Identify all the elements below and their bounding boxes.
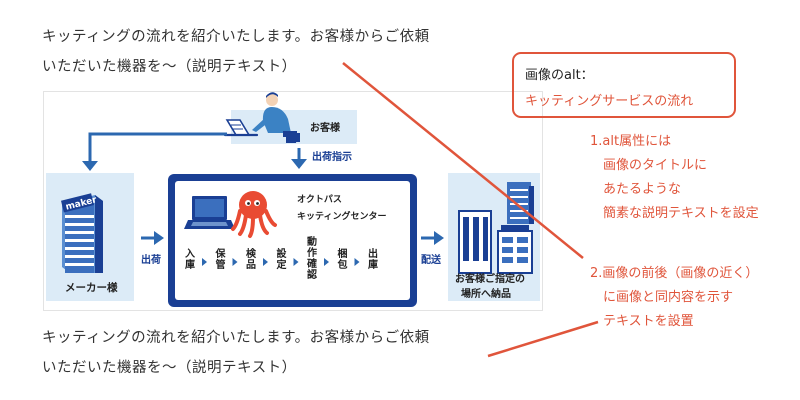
note2-line-3: テキストを設置 (590, 314, 694, 329)
kitting-step-arrow (324, 258, 329, 266)
intro-text-line-1: キッティングの流れを紹介いたします。お客様からご依頼 (42, 29, 430, 45)
kitting-step-arrow (293, 258, 299, 266)
octopus-mascot-icon (231, 191, 277, 238)
note-alt-attribute: 1.alt属性には 画像のタイトルに あたるような 簡素な説明テキストを設定 (590, 130, 759, 226)
kitting-step-label: 保管 (215, 247, 227, 271)
note-nearby-text: 2.画像の前後（画像の近く） に画像と同内容を示す テキストを設置 (590, 262, 758, 334)
destination-label-line-1: お客様ご指定の (455, 272, 525, 285)
note1-line-3: あたるような (590, 182, 682, 197)
center-name-line-1: オクトパス (297, 193, 342, 205)
note2-line-1: 2.画像の前後（画像の近く） (590, 266, 759, 281)
kitting-step-arrow (354, 258, 360, 266)
center-name-line-2: キッティングセンター (297, 210, 386, 222)
intro-text: キッティングの流れを紹介いたします。お客様からご依頼 いただいた機器を〜（説明テ… (42, 22, 430, 82)
order-arrow (88, 132, 227, 165)
bottom-text-line-2: いただいた機器を〜（説明テキスト） (42, 360, 297, 376)
alt-callout-box: 画像のalt： キッティングサービスの流れ (512, 52, 736, 118)
note1-line-4: 簡素な説明テキストを設定 (590, 206, 759, 221)
maker-label: メーカー様 (65, 281, 118, 294)
note2-line-2: に画像と同内容を示す (590, 290, 734, 305)
kitting-step-label: 検品 (246, 247, 257, 271)
note1-line-2: 画像のタイトルに (590, 158, 708, 173)
customer-person-icon (252, 92, 300, 143)
intro-text-line-2: いただいた機器を〜（説明テキスト） (42, 59, 297, 75)
note1-line-1: 1.alt属性には (590, 134, 672, 149)
bottom-text: キッティングの流れを紹介いたします。お客様からご依頼 いただいた機器を〜（説明テ… (42, 323, 430, 383)
kitting-step-arrow (263, 258, 268, 266)
customer-laptop-icon (223, 119, 259, 137)
alt-callout-value: キッティングサービスの流れ (525, 94, 694, 109)
kitting-step-label: 梱包 (338, 247, 348, 271)
ship-label: 出荷 (141, 253, 161, 266)
instruction-label: 出荷指示 (312, 150, 352, 163)
customer-label: お客様 (310, 121, 341, 134)
kitting-step-label: 設定 (277, 247, 288, 271)
kitting-step-arrow (232, 258, 238, 266)
center-laptop-icon (184, 196, 235, 229)
delivery-label: 配送 (421, 253, 442, 266)
kitting-step-arrow (202, 258, 207, 266)
alt-callout-label: 画像のalt： (525, 68, 594, 83)
instruction-arrow (291, 159, 307, 169)
bottom-text-line-1: キッティングの流れを紹介いたします。お客様からご依頼 (42, 330, 430, 346)
maker-building-icon: maker (60, 193, 103, 273)
pointer-line-bottom (487, 320, 599, 358)
kitting-step-label: 動作確認 (307, 235, 317, 281)
kitting-step-label: 出庫 (368, 247, 378, 271)
destination-label-line-2: 場所へ納品 (461, 287, 511, 300)
kitting-flow-diagram: お客様 出荷指示 maker (43, 91, 543, 311)
ship-arrow (154, 231, 164, 245)
kitting-step-label: 入庫 (185, 248, 195, 271)
